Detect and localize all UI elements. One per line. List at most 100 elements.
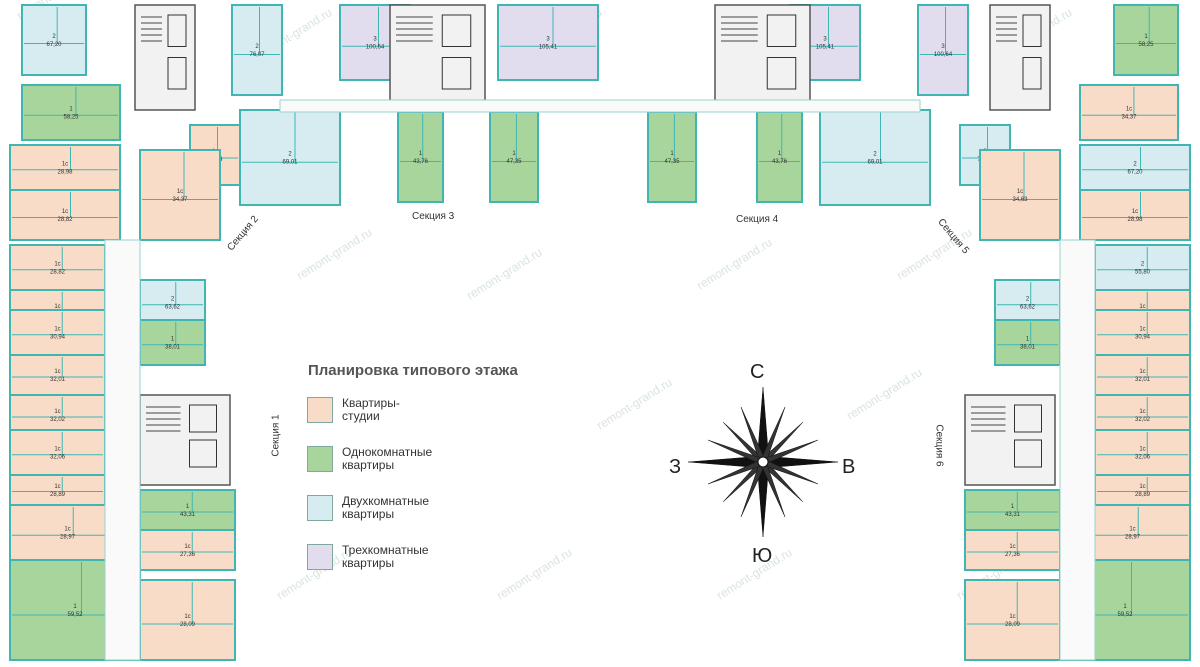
apartment-rooms: 1с [184, 614, 190, 620]
elevator-shaft [766, 57, 797, 90]
elevator-shaft [441, 14, 472, 47]
apartment-area [9, 354, 106, 396]
apartment-area [21, 84, 121, 141]
apartment-area-value: 59,52 [67, 612, 83, 618]
apartment-rooms: 1с [62, 162, 68, 168]
apartment-area [139, 149, 221, 241]
watermark-text: remont-grand.ru [464, 245, 544, 302]
apartment-area [9, 189, 121, 241]
apartment-two: 255,80 [1094, 244, 1191, 291]
apartment-area [21, 4, 87, 76]
apartment-studio: 1с 28,09 [139, 579, 236, 661]
apartment-area-value: 27,36 [1005, 552, 1021, 558]
apartment-one: 143,31 [964, 489, 1061, 531]
apartment-area-value: 30,94 [50, 335, 66, 341]
apartment-area [139, 279, 206, 326]
legend-label-three-room: Трехкомнатные квартиры [342, 543, 429, 570]
apartment-rooms: 3 [823, 37, 827, 43]
apartment-area [979, 149, 1061, 241]
apartment-rooms: 1 [778, 151, 782, 157]
watermark-text: remont-grand.ru [844, 365, 924, 422]
apartment-area-value: 28,82 [50, 270, 66, 276]
legend-label-one-room: Однокомнатные квартиры [342, 445, 433, 472]
apartment-rooms: 1с [1139, 369, 1145, 375]
apartment-rooms: 3 [373, 37, 377, 43]
apartment-two: 263,62 [139, 279, 206, 326]
apartment-one: 143,76 [397, 111, 444, 203]
elevator-shaft [1014, 404, 1042, 433]
watermark-text: remont-grand.ru [594, 375, 674, 432]
apartment-rooms: 2 [255, 44, 259, 50]
elevator-shaft [1014, 439, 1042, 468]
apartment-area-value: 28,98 [57, 170, 73, 176]
legend-label-two-room: Двухкомнатные квартиры [342, 494, 430, 521]
apartment-area [1094, 354, 1191, 396]
apartment-rooms: 1 [69, 107, 73, 113]
apartment-area-value: 32,02 [1135, 417, 1151, 423]
apartment-area [1113, 4, 1179, 76]
apartment-area [964, 529, 1061, 571]
apartment-area [139, 489, 236, 531]
apartment-area-value: 67,20 [46, 42, 62, 48]
apartment-area [1079, 84, 1179, 141]
apartment-rooms: 1с [1139, 409, 1145, 415]
apartment-rooms: 1с [1009, 614, 1015, 620]
apartment-two: 267,20 [1079, 144, 1191, 191]
apartment-rooms: 3 [941, 44, 945, 50]
apartment-area-value: 32,01 [50, 377, 66, 383]
apartment-area-value: 69,01 [867, 160, 883, 166]
apartment-rooms: 1с [1139, 327, 1145, 333]
legend-swatch-three-room [307, 544, 333, 570]
apartment-area [9, 309, 106, 356]
apartment-area-value: 28,09 [180, 622, 196, 628]
apartment-rooms: 1 [419, 151, 423, 157]
apartment-rooms: 2 [873, 152, 877, 158]
apartment-area-value: 28,89 [50, 492, 66, 498]
apartment-area-value: 105,41 [539, 45, 558, 51]
apartment-area [139, 529, 236, 571]
apartment-area [397, 111, 444, 203]
apartment-area [497, 4, 599, 81]
apartment-rooms: 1с [54, 484, 60, 490]
apartment-area [994, 319, 1061, 366]
apartment-rooms: 1с [54, 304, 60, 310]
apartment-area [917, 4, 969, 96]
compass-south-label: Ю [752, 545, 773, 567]
apartment-one: 147,35 [647, 111, 697, 203]
apartment-one: 147,35 [489, 111, 539, 203]
apartment-rooms: 1с [54, 447, 60, 453]
section-1-label: Секция 1 [270, 414, 282, 457]
apartment-area [994, 279, 1061, 326]
legend-title: Планировка типового этажа [308, 362, 518, 379]
apartment-area [9, 144, 121, 191]
apartment-one: 138,01 [994, 319, 1061, 366]
apartment-rooms: 1с [54, 327, 60, 333]
apartment-area [9, 429, 106, 476]
compass-east-label: В [842, 456, 856, 478]
apartment-rooms: 1с [1132, 209, 1138, 215]
apartment-area-value: 34,37 [172, 197, 188, 203]
apartment-rooms: 2 [52, 34, 56, 40]
apartment-two: 263,62 [994, 279, 1061, 326]
apartment-area [964, 489, 1061, 531]
apartment-area-value: 38,01 [165, 345, 181, 351]
apartment-area [231, 4, 283, 96]
apartment-rooms: 1с [64, 527, 70, 533]
apartment-area [1094, 309, 1191, 356]
corridor [104, 239, 141, 661]
apartment-two: 269,01 [819, 109, 931, 206]
apartment-area-value: 28,89 [1135, 492, 1151, 498]
apartment-area-value: 58,25 [63, 115, 79, 121]
apartment-area [1079, 189, 1191, 241]
compass-rose [687, 386, 839, 538]
stair-elevator-core [389, 4, 486, 111]
